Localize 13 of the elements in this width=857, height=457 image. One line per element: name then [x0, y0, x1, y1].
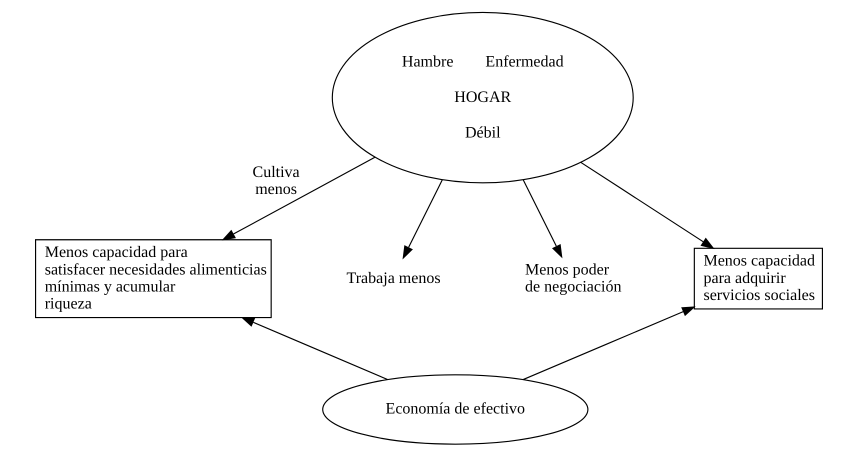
- arrow: [522, 306, 696, 380]
- node-text: Menos poder de negociación: [524, 261, 621, 296]
- arrow: [402, 180, 442, 260]
- arrow: [522, 180, 562, 258]
- node-ellipse: Economía de efectivo: [322, 374, 588, 445]
- node-box: Menos capacidad para adquirir servicios sociales: [693, 248, 822, 310]
- arrow: [240, 316, 388, 380]
- node-ellipse: Hambre Enfermedad HOGAR Débil: [331, 12, 634, 184]
- arrow: [221, 156, 375, 240]
- node-box: Menos capacidad para satisfacer necesidades alimenticias mínimas y acumular riqueza: [34, 239, 272, 318]
- node-text: Trabaja menos: [346, 270, 440, 287]
- edge-label: Cultiva menos: [252, 164, 300, 198]
- arrow: [580, 162, 714, 250]
